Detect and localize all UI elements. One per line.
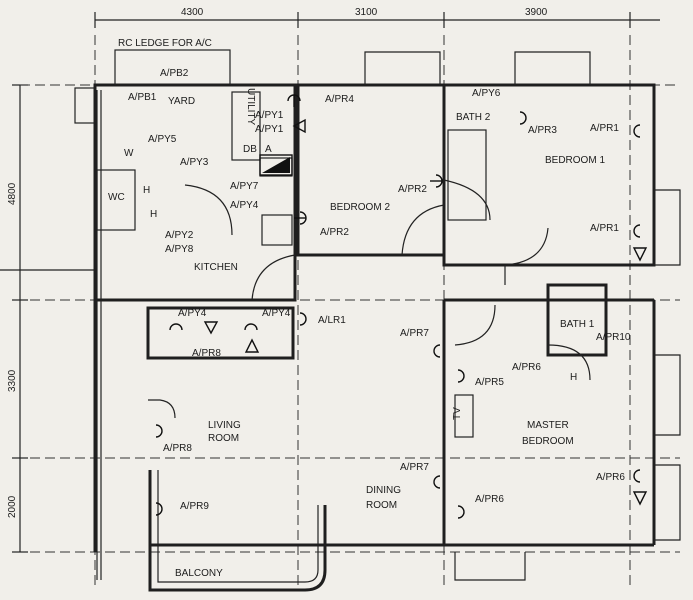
outlet-symbols — [155, 94, 648, 519]
bedroom1-label: BEDROOM 1 — [545, 155, 605, 166]
py4a-label: A/PY4 — [230, 200, 259, 211]
db-label: DB — [243, 144, 257, 155]
rc-ledge-label: RC LEDGE FOR A/C — [118, 38, 212, 49]
dim-top-3: 3900 — [525, 7, 548, 18]
dimension-labels: 4300 3100 3900 4800 3300 2000 — [7, 7, 548, 518]
windows — [364, 51, 681, 581]
master-label-2: BEDROOM — [522, 436, 574, 447]
socket-icon — [457, 369, 465, 383]
socket-icon — [633, 124, 641, 138]
dining-label-2: ROOM — [366, 500, 397, 511]
pr7b-label: A/PR7 — [400, 462, 429, 473]
h1-label: H — [143, 185, 150, 196]
w-label: W — [124, 148, 134, 159]
pr8b-label: A/PR8 — [163, 443, 192, 454]
bath1-label: BATH 1 — [560, 319, 595, 330]
pr1b-label: A/PR1 — [590, 223, 619, 234]
h2-label: H — [150, 209, 157, 220]
socket-icon — [633, 224, 641, 238]
living-label-2: ROOM — [208, 433, 239, 444]
py2-label: A/PY2 — [165, 230, 194, 241]
socket-icon — [287, 94, 301, 107]
socket-icon — [292, 118, 306, 134]
dimension-lines — [12, 12, 660, 553]
grid-lines — [0, 35, 680, 585]
pr7a-label: A/PR7 — [400, 328, 429, 339]
socket-icon — [155, 424, 163, 438]
yard-label: YARD — [168, 96, 195, 107]
dim-left-2: 3300 — [7, 369, 18, 392]
bedroom2-label: BEDROOM 2 — [330, 202, 390, 213]
pr6a-label: A/PR6 — [512, 362, 541, 373]
master-label-1: MASTER — [527, 420, 569, 431]
py5-label: A/PY5 — [148, 134, 177, 145]
socket-icon — [519, 111, 527, 125]
socket-icon — [632, 247, 648, 262]
socket-icon — [294, 211, 307, 225]
dba-label: A — [265, 144, 272, 155]
pb2-label: A/PB2 — [160, 68, 189, 79]
socket-icon — [633, 469, 641, 483]
sink-icon — [259, 154, 293, 176]
pr5-label: A/PR5 — [475, 377, 504, 388]
py4c-label: A/PY4 — [262, 308, 291, 319]
dim-left-3: 2000 — [7, 495, 18, 518]
socket-icon — [299, 312, 307, 326]
pr6b-label: A/PR6 — [475, 494, 504, 505]
utility-label: UTILITY — [245, 88, 256, 126]
h3-label: H — [570, 372, 577, 383]
pr2a-label: A/PR2 — [398, 184, 427, 195]
pr6c-label: A/PR6 — [596, 472, 625, 483]
dim-top-2: 3100 — [355, 7, 378, 18]
pb1-label: A/PB1 — [128, 92, 157, 103]
lr1-label: A/LR1 — [318, 315, 346, 326]
py8-label: A/PY8 — [165, 244, 194, 255]
pr3-label: A/PR3 — [528, 125, 557, 136]
pr8a-label: A/PR8 — [192, 348, 221, 359]
dim-top-1: 4300 — [181, 7, 204, 18]
pr2b-label: A/PR2 — [320, 227, 349, 238]
balcony-outline — [148, 470, 327, 592]
socket-icon — [155, 502, 163, 516]
pr4-label: A/PR4 — [325, 94, 354, 105]
point-labels: A/PB1 A/PB2 A/PY1 A/PY1 A A/PY5 A/PY3 A/… — [124, 68, 631, 512]
socket-icon — [433, 344, 441, 358]
py1a-label: A/PY1 — [255, 110, 284, 121]
py6-label: A/PY6 — [472, 88, 501, 99]
kitchen-label: KITCHEN — [194, 262, 238, 273]
pr1a-label: A/PR1 — [590, 123, 619, 134]
door-arcs — [148, 179, 591, 419]
tv-label: TV — [452, 407, 463, 420]
bath2-label: BATH 2 — [456, 112, 491, 123]
py4b-label: A/PY4 — [178, 308, 207, 319]
socket-icon — [457, 505, 465, 519]
wc-label: WC — [108, 192, 125, 203]
living-label-1: LIVING — [208, 420, 241, 431]
pr9-label: A/PR9 — [180, 501, 209, 512]
socket-icon — [433, 475, 441, 489]
py3-label: A/PY3 — [180, 157, 209, 168]
dining-label-1: DINING — [366, 485, 401, 496]
socket-icon — [632, 491, 648, 506]
dim-left-1: 4800 — [7, 182, 18, 205]
pr10-label: A/PR10 — [596, 332, 631, 343]
py1b-label: A/PY1 — [255, 124, 284, 135]
walls — [74, 49, 656, 580]
room-labels: RC LEDGE FOR A/C YARD UTILITY DB WC KITC… — [108, 38, 605, 579]
py7-label: A/PY7 — [230, 181, 259, 192]
balcony-label: BALCONY — [175, 568, 223, 579]
socket-icon — [169, 321, 260, 353]
socket-icon — [430, 174, 443, 188]
